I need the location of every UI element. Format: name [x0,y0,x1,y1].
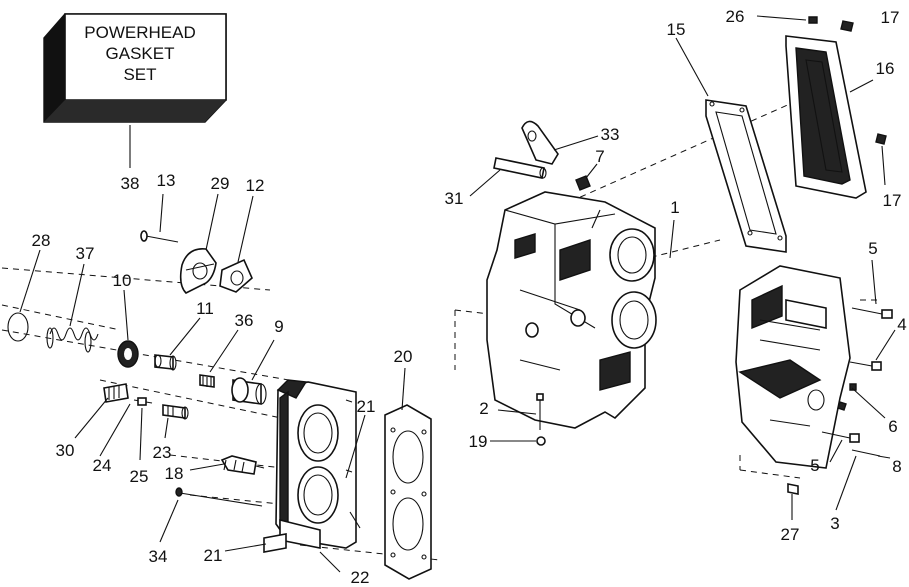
head-gasket-20 [384,404,432,580]
callout-12: 12 [246,176,265,195]
fitting-23 [162,404,189,420]
callout-7: 7 [595,147,604,166]
callout-17-right: 17 [883,191,902,210]
callout-20: 20 [394,347,413,366]
callout-13: 13 [157,171,176,190]
callout-1: 1 [670,198,679,217]
callout-22: 22 [351,568,370,587]
bolt-2 [536,393,544,430]
bolt-5-upper [851,307,893,319]
callout-36: 36 [235,311,254,330]
callout-37: 37 [76,244,95,263]
spark-plug-18 [220,455,265,475]
screw-17-right [875,133,887,145]
exhaust-gasket-15 [705,99,787,253]
tube-31 [493,157,547,179]
callout-5-lower: 5 [810,456,819,475]
callout-21-lower: 21 [204,546,223,565]
callout-8: 8 [892,457,901,476]
plug-30 [103,383,129,403]
callout-28: 28 [32,231,51,250]
bolt-13 [140,230,179,243]
seal-10 [117,340,139,368]
bushing-36 [199,374,215,388]
leader-lines [19,15,896,573]
o-ring-28 [7,312,29,342]
callout-9: 9 [274,317,283,336]
callout-16: 16 [876,59,895,78]
callout-29: 29 [211,174,230,193]
callout-27: 27 [781,525,800,544]
gasket-set-line-3: SET [123,65,156,84]
callout-17-top: 17 [881,8,900,27]
callout-23: 23 [153,443,172,462]
callout-2: 2 [479,399,488,418]
fitting-11 [154,354,177,371]
callout-26: 26 [726,7,745,26]
callout-10: 10 [113,271,132,290]
cap-9 [231,377,267,405]
callout-21-upper: 21 [357,397,376,416]
callout-11: 11 [196,299,214,318]
bypass-cover-assembly [735,265,851,469]
washer-17-small [837,401,847,411]
pin-25 [133,397,153,406]
callout-25: 25 [130,467,149,486]
fitting-7 [575,175,591,191]
exhaust-cover-16 [785,35,867,199]
screw-17-top [840,20,854,32]
callout-5-upper: 5 [868,239,877,258]
bolt-5-lower [821,431,860,443]
callout-19: 19 [469,432,488,451]
cylinder-head-22 [263,379,357,553]
cover-29 [179,248,217,294]
gasket-set-box: POWERHEAD GASKET SET [43,13,227,123]
bolt-4 [849,361,882,371]
gasket-12 [219,258,253,293]
callout-3: 3 [830,514,839,533]
fitting-27 [787,483,799,495]
gasket-set-line-1: POWERHEAD [84,23,195,42]
fitting-6 [849,383,857,391]
cylinder-block-1 [486,191,657,429]
callout-34: 34 [149,547,168,566]
callout-18: 18 [165,464,184,483]
stud-8 [851,449,881,457]
callout-15: 15 [667,20,686,39]
callout-4: 4 [897,315,906,334]
spring-37 [46,327,99,353]
bolt-34 [175,487,263,507]
callout-24: 24 [93,456,112,475]
screw-26 [808,16,818,24]
washer-19 [536,436,546,446]
callout-33: 33 [601,125,620,144]
callout-38: 38 [121,174,140,193]
callout-30: 30 [56,441,75,460]
callout-6: 6 [888,417,897,436]
gasket-set-line-2: GASKET [106,44,175,63]
lifting-eye-33 [521,120,559,165]
callout-labels: 38 13 29 12 28 37 10 11 36 9 30 24 25 23… [32,7,907,587]
callout-31: 31 [445,189,464,208]
